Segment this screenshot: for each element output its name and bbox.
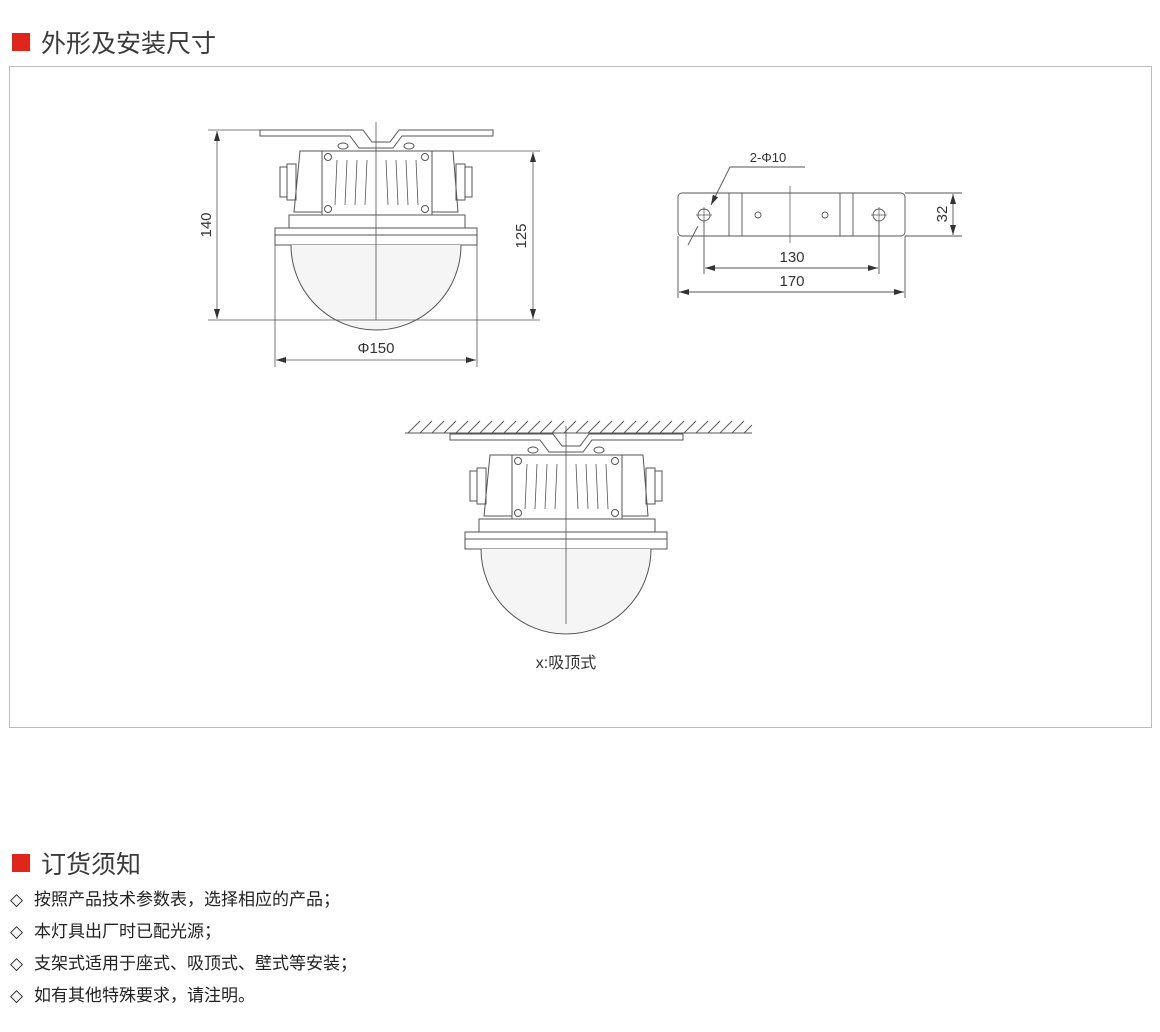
dim-holes: 2-Φ10	[750, 150, 786, 165]
lamp-front-view	[259, 121, 494, 331]
note-text: 支架式适用于座式、吸顶式、壁式等安装；	[34, 954, 357, 974]
red-square-icon	[12, 854, 30, 872]
dim-width: 32	[934, 206, 951, 223]
section-header-dimensions: 外形及安装尺寸	[12, 24, 216, 60]
dim-diameter: Φ150	[358, 340, 395, 357]
mount-caption: x:吸顶式	[536, 654, 596, 672]
list-item: ◇ 按照产品技术参数表，选择相应的产品；	[10, 886, 357, 918]
bracket-top-view	[677, 166, 962, 298]
dim-height-total: 140	[198, 212, 215, 237]
red-square-icon	[12, 33, 30, 51]
technical-drawings: 140 125 Φ150 2-Φ10 130 170 32 x:吸顶式	[198, 121, 962, 672]
list-item: ◇ 如有其他特殊要求，请注明。	[10, 982, 357, 1014]
section-header-ordering: 订货须知	[12, 845, 141, 881]
lamp-ceiling-mount-view	[449, 425, 684, 635]
dim-height-body: 125	[513, 223, 530, 248]
ceiling-hatch	[405, 420, 753, 434]
front-dimension-lines	[208, 129, 540, 367]
dim-length: 170	[779, 273, 804, 290]
list-item: ◇ 本灯具出厂时已配光源；	[10, 918, 357, 950]
diamond-bullet-icon: ◇	[10, 922, 24, 942]
note-text: 如有其他特殊要求，请注明。	[34, 986, 255, 1006]
drawing-frame	[9, 66, 1152, 728]
ordering-notes-list: ◇ 按照产品技术参数表，选择相应的产品； ◇ 本灯具出厂时已配光源； ◇ 支架式适用于…	[10, 886, 357, 1014]
diamond-bullet-icon: ◇	[10, 890, 24, 910]
diamond-bullet-icon: ◇	[10, 954, 24, 974]
section-title: 外形及安装尺寸	[41, 29, 217, 58]
note-text: 本灯具出厂时已配光源；	[34, 922, 221, 942]
section-title: 订货须知	[41, 850, 142, 879]
dim-hole-spacing: 130	[779, 249, 804, 266]
list-item: ◇ 支架式适用于座式、吸顶式、壁式等安装；	[10, 950, 357, 982]
note-text: 按照产品技术参数表，选择相应的产品；	[34, 890, 340, 910]
diamond-bullet-icon: ◇	[10, 986, 24, 1006]
